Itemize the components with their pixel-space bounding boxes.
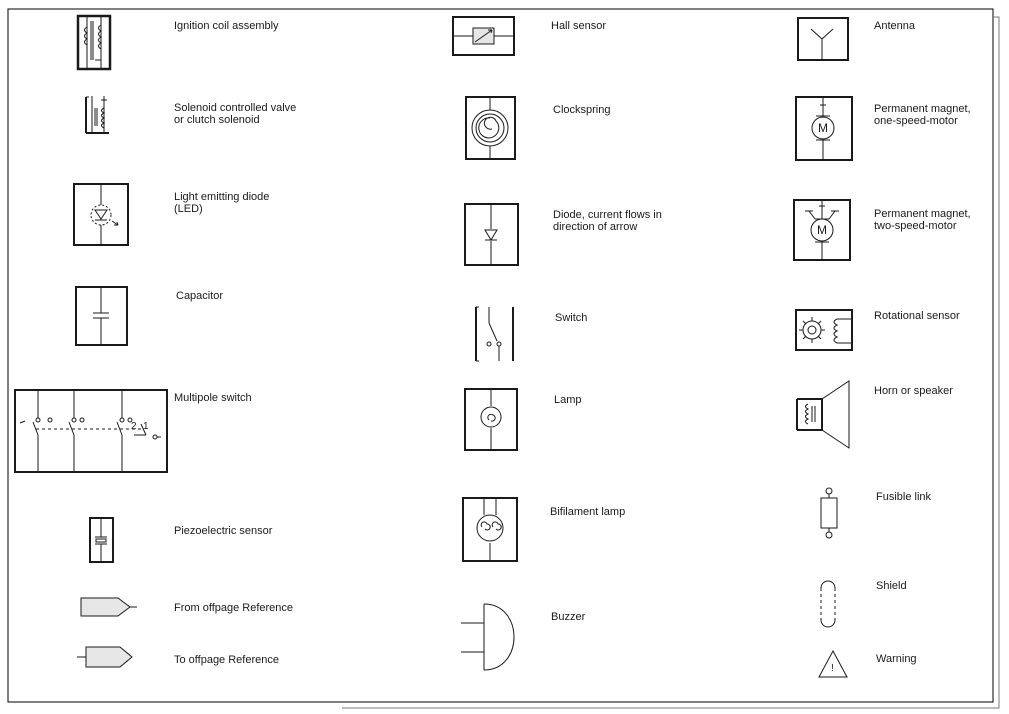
label-solenoid-valve: Solenoid controlled valve or clutch sole… [174,102,297,126]
to-offpage-icon [76,644,136,670]
label-warning: Warning [876,653,917,665]
horn-speaker-icon [796,380,854,449]
label-switch: Switch [555,312,588,324]
motor-glyph-m: M [818,121,828,135]
two-speed-motor-drawing [793,199,851,261]
multipole-switch-icon: 2 1 [14,389,168,473]
one-speed-motor-drawing [795,96,853,161]
label-rotational-sensor: Rotational sensor [874,310,960,322]
label-capacitor: Capacitor [176,290,224,302]
warning-triangle [817,649,849,679]
switch-icon [475,306,514,362]
label-multipole-switch: Multipole switch [174,392,252,404]
label-antenna: Antenna [874,20,915,32]
clockspring-icon [465,96,516,160]
capacitor-icon [75,286,128,346]
label-hall-sensor: Hall sensor [551,20,607,32]
multipole-switch-drawing [14,389,168,473]
label-shield: Shield [876,580,907,592]
motor-glyph-m: M [817,223,827,237]
label-bifilament-lamp: Bifilament lamp [550,506,626,518]
label-piezoelectric-sensor: Piezoelectric sensor [174,525,273,537]
buzzer-icon [460,603,520,671]
label-from-offpage-reference: From offpage Reference [174,602,294,614]
label-pm-two-speed-motor: Permanent magnet, two-speed-motor [874,208,971,232]
warning-glyph: ! [831,663,834,674]
piezo-sensor-icon [89,517,114,563]
rotational-sensor-icon [795,309,853,351]
label-horn-or-speaker: Horn or speaker [874,385,953,397]
diode-icon [464,203,519,266]
one-speed-motor-icon: M [795,96,853,161]
label-buzzer: Buzzer [551,611,586,623]
two-speed-motor-icon: M [793,199,851,261]
solenoid-icon [85,96,111,134]
from-offpage-icon [78,595,138,619]
hall-sensor-icon [452,16,515,56]
warning-icon: ! [817,649,849,679]
bifilament-lamp-icon [462,497,518,562]
label-diode: Diode, current flows in direction of arr… [553,209,662,233]
fusible-link-icon [819,486,839,540]
label-light-emitting-diode: Light emitting diode (LED) [174,191,270,215]
label-pm-one-speed-motor: Permanent magnet, one-speed-motor [874,103,971,127]
lamp-icon [464,388,518,451]
pin-label-1: 1 [143,421,149,432]
led-icon [73,183,129,246]
label-clockspring: Clockspring [553,104,611,116]
shield-icon [819,578,837,630]
label-ignition-coil-assembly: Ignition coil assembly [174,20,279,32]
label-to-offpage-reference: To offpage Reference [174,654,279,666]
label-lamp: Lamp [554,394,582,406]
ignition-coil-icon [77,15,111,70]
pin-label-2: 2 [131,421,137,432]
antenna-icon [797,17,849,61]
label-fusible-link: Fusible link [876,491,932,503]
